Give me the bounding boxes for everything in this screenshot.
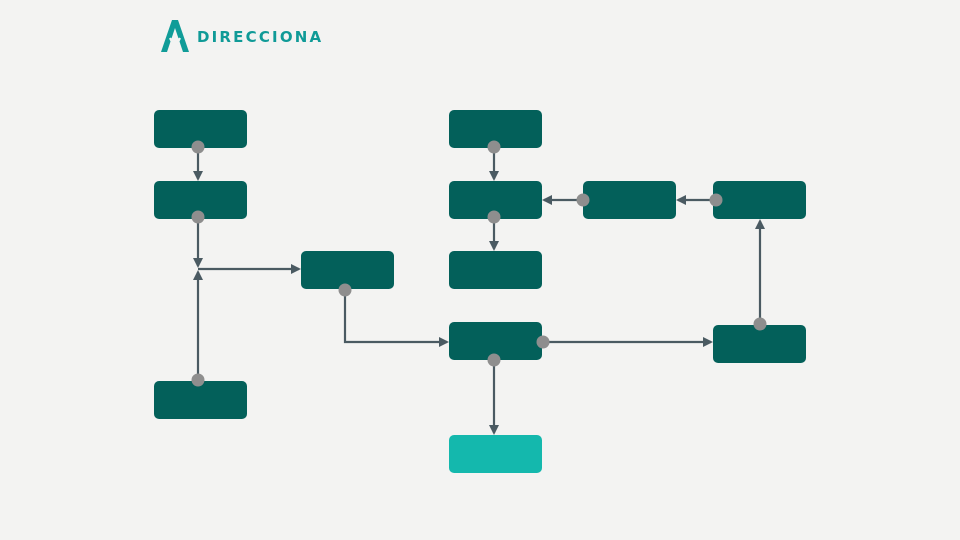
flow-node-n1 [154,110,247,148]
connector-dot-1 [191,140,205,154]
flow-node-n5 [449,110,542,148]
brand-name: DIRECCIONA [197,28,324,46]
connector-dot-8 [709,193,723,207]
flow-node-n6 [449,181,542,219]
flow-node-n12 [449,435,542,473]
brand-logo-icon [161,20,189,52]
flow-node-n2 [154,181,247,219]
flow-node-n4 [154,381,247,419]
connector-dot-5 [487,140,501,154]
flow-node-n11 [449,322,542,360]
connector-dot-3 [191,373,205,387]
connector-dot-2 [191,210,205,224]
connector-dot-7 [576,193,590,207]
arrow-n9-n11 [343,289,449,347]
connector-dot-10 [487,353,501,367]
flow-node-n8 [713,181,806,219]
connector-dot-4 [338,283,352,297]
connector-dot-6 [487,210,501,224]
flow-node-n13 [713,325,806,363]
flow-node-n10 [449,251,542,289]
flow-node-n9 [301,251,394,289]
connector-dot-9 [536,335,550,349]
connector-dot-11 [753,317,767,331]
flow-node-n7 [583,181,676,219]
